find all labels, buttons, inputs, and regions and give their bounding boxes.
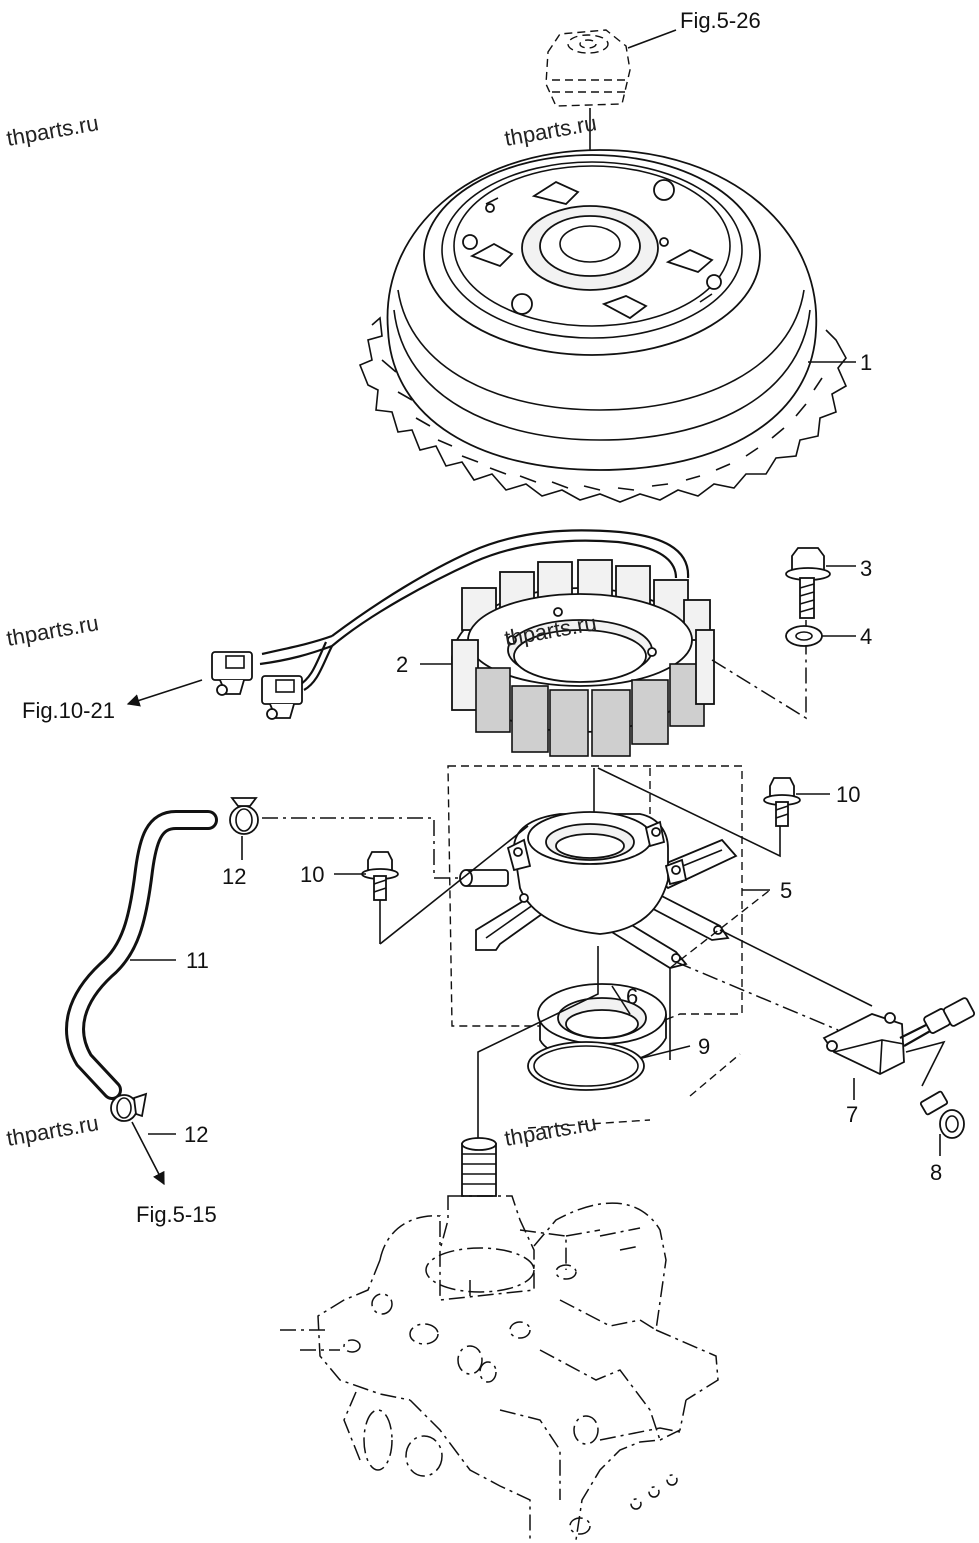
- callout-9: 9: [698, 1034, 710, 1059]
- hose-path-12: [262, 817, 462, 879]
- stator-connector-a: [211, 651, 253, 696]
- o-ring-9: [527, 1041, 645, 1091]
- bolt-path-3: [711, 620, 807, 720]
- stator-connector-b: [261, 675, 303, 720]
- callout-10-left: 10: [300, 862, 324, 887]
- watermark: thparts.ru: [503, 110, 599, 151]
- center-axis-line: [477, 946, 599, 1142]
- callout-5: 5: [780, 878, 792, 903]
- stator-bracket: [459, 811, 738, 969]
- watermark: thparts.ru: [5, 610, 101, 651]
- watermark: thparts.ru: [5, 110, 101, 151]
- bolt-10-right: [763, 777, 801, 827]
- pulser-dash-line: [675, 961, 839, 1031]
- arrow-fig-5-15: [131, 1121, 165, 1186]
- callout-7: 7: [846, 1102, 858, 1127]
- callout-12-top: 12: [222, 864, 246, 889]
- figure-ref-5-15: Fig.5-15: [136, 1202, 217, 1227]
- callout-6: 6: [626, 984, 638, 1009]
- leader-9: [641, 1045, 691, 1059]
- callout-3: 3: [860, 556, 872, 581]
- stator-poles-front: [451, 629, 715, 757]
- screw-8-guide: [905, 1040, 946, 1087]
- leader-6: [611, 985, 631, 1015]
- callout-11: 11: [186, 948, 209, 973]
- callout-2: 2: [396, 652, 408, 677]
- stator: [211, 529, 715, 757]
- callout-8: 8: [930, 1160, 942, 1185]
- callout-1: 1: [860, 350, 872, 375]
- pulser-guide-line: [719, 929, 873, 1007]
- assembly-box-5: [447, 765, 743, 1027]
- callout-10-right: 10: [836, 782, 860, 807]
- callout-4: 4: [860, 624, 872, 649]
- bolt-3: [785, 547, 831, 619]
- crankcase-base: [280, 1137, 719, 1541]
- watermark: thparts.ru: [503, 1110, 599, 1151]
- o-ring-dash: [689, 1053, 741, 1097]
- arrow-fig-10-21: [126, 679, 203, 707]
- stator-to-bolt-10-line: [597, 767, 781, 858]
- watermark: thparts.ru: [5, 1110, 101, 1151]
- flywheel: [358, 149, 848, 503]
- o-ring-to-base-dash: [527, 1119, 651, 1129]
- figure-ref-10-21: Fig.10-21: [22, 698, 115, 723]
- hose-11: [65, 810, 218, 1100]
- clamp-12-bottom: [110, 1092, 148, 1122]
- figure-ref-5-26: Fig.5-26: [680, 8, 761, 33]
- clamp-12-top: [229, 797, 259, 835]
- callout-12-bottom: 12: [184, 1122, 208, 1147]
- leader-fig-5-26: [627, 29, 677, 49]
- pulser-coil-7: [822, 997, 976, 1076]
- leader-bracket-left: [379, 825, 529, 945]
- bolt-10-left: [361, 851, 399, 901]
- washer-4: [785, 625, 823, 647]
- screw-8: [919, 1090, 965, 1139]
- pulser-path-line: [669, 889, 771, 969]
